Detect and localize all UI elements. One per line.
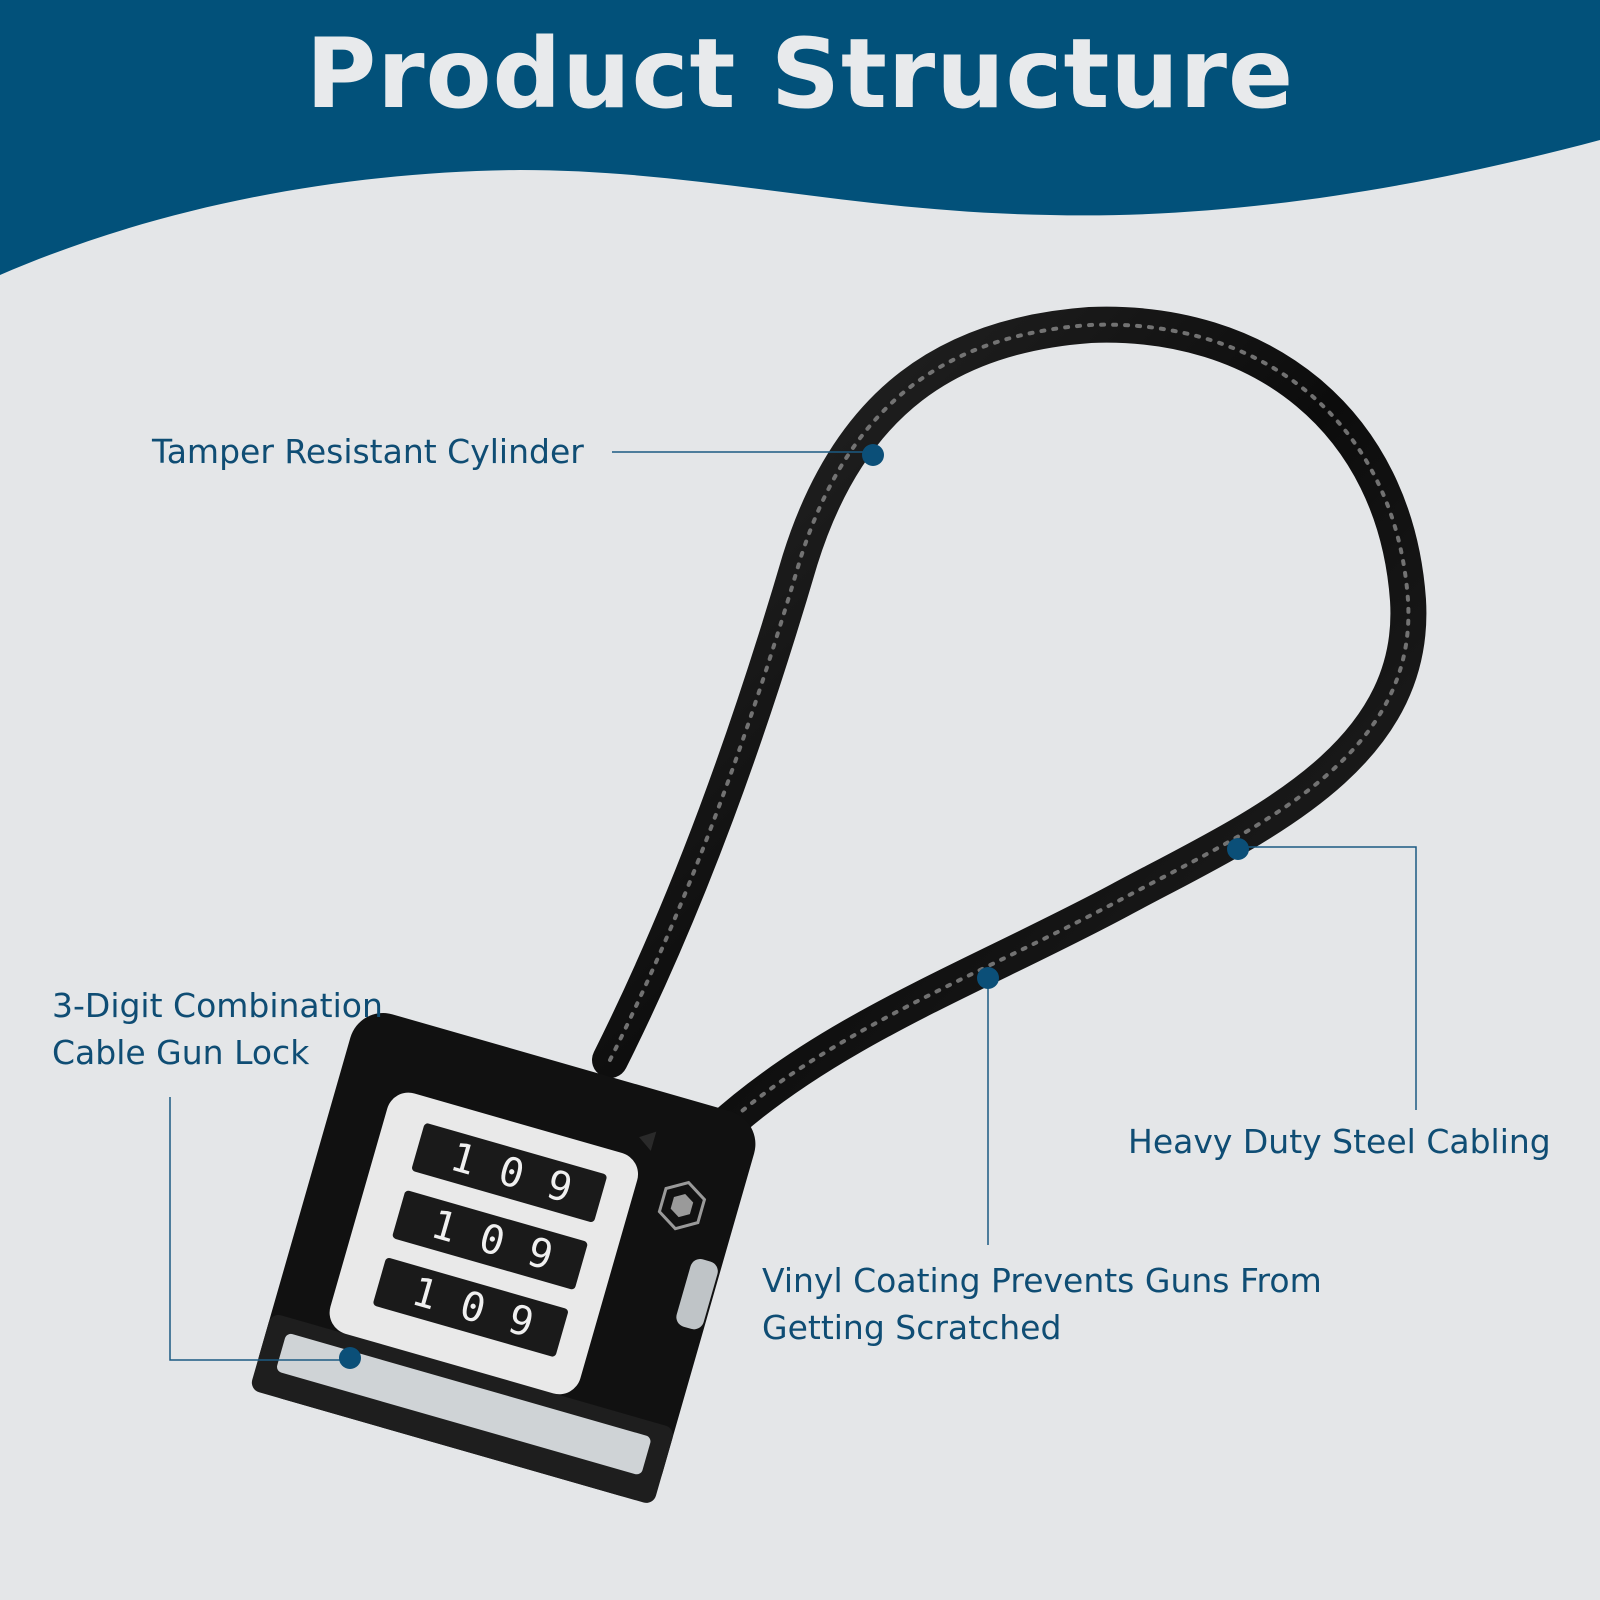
page-title: Product Structure: [305, 18, 1295, 130]
dot-cylinder: [862, 444, 884, 466]
dot-vinyl: [977, 967, 999, 989]
cable-highlight: [608, 322, 1411, 1132]
hexagon-brand-logo-icon: [657, 1180, 707, 1231]
release-button: [676, 1259, 718, 1330]
alignment-arrow-icon: [639, 1131, 657, 1151]
leader-combination: [169, 1097, 350, 1361]
callout-combination-line1: 3-Digit Combination: [52, 986, 383, 1025]
callout-combination-line2: Cable Gun Lock: [52, 1033, 310, 1072]
header-banner: [0, 0, 1600, 275]
dial-row-3: 1 0 9: [373, 1258, 568, 1357]
lock-mechanism-window: [277, 1333, 651, 1475]
dial-row-1: 1 0 9: [412, 1123, 607, 1222]
callout-steel-text: Heavy Duty Steel Cabling: [1128, 1122, 1551, 1161]
callout-vinyl-line1: Vinyl Coating Prevents Guns From: [762, 1261, 1322, 1300]
callout-steel: Heavy Duty Steel Cabling: [1128, 1118, 1551, 1165]
dial-row-2: 1 0 9: [392, 1190, 588, 1290]
steel-cable: [592, 306, 1427, 1148]
combination-lock: 1 0 9 1 0 9 1 0 9: [251, 1013, 756, 1503]
callout-combination: 3-Digit Combination Cable Gun Lock: [52, 982, 383, 1076]
callout-vinyl-line2: Getting Scratched: [762, 1308, 1062, 1347]
leader-lines: [169, 451, 1417, 1361]
callout-cylinder-text: Tamper Resistant Cylinder: [152, 432, 584, 471]
callout-cylinder: Tamper Resistant Cylinder: [152, 428, 584, 475]
dot-combination: [339, 1347, 361, 1369]
callout-dots: [339, 444, 1249, 1369]
leader-steel: [1238, 846, 1417, 1110]
callout-vinyl: Vinyl Coating Prevents Guns From Getting…: [762, 1257, 1322, 1351]
dot-steel: [1227, 838, 1249, 860]
